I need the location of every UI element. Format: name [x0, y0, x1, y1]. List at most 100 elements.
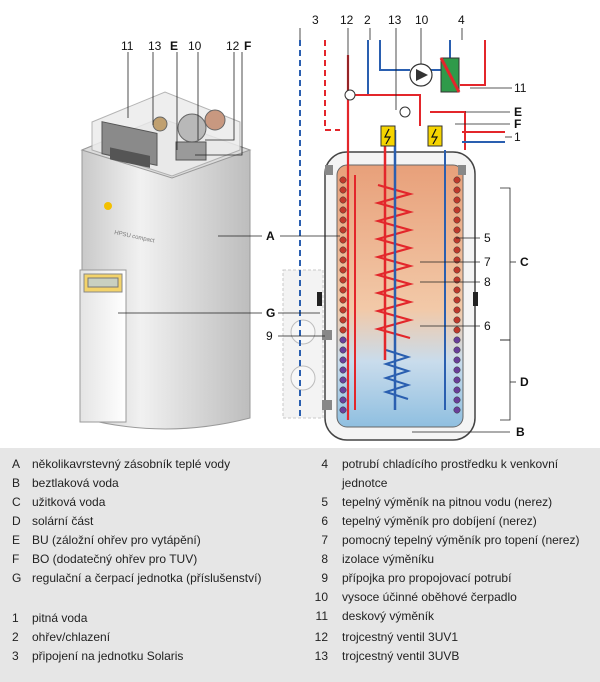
callout-12-left: 12 [226, 39, 240, 53]
coil-dot [453, 396, 461, 404]
coil-dot [339, 396, 347, 404]
coil-dot [339, 356, 347, 364]
callout-13-left: 13 [148, 39, 162, 53]
legend-text: tepelný výměník na pitnou vodu (nerez) [342, 495, 553, 509]
coil-dot [339, 296, 347, 304]
coil-dot [453, 286, 461, 294]
coil-dot [339, 176, 347, 184]
leader-lines [118, 28, 516, 433]
legend-item-right: 7 pomocný tepelný výměník pro topení (ner… [300, 532, 600, 548]
coil-dot [339, 286, 347, 294]
legend-key: F [12, 552, 20, 566]
legend-item-left: F BO (dodatečný ohřev pro TUV) [0, 551, 300, 567]
coil-dot [339, 326, 347, 334]
legend-item-left: 1 pitná voda [0, 610, 300, 626]
legend-text: trojcestný ventil 3UVB [342, 649, 460, 663]
callout-C: C [520, 255, 529, 269]
coil-dot [453, 206, 461, 214]
legend-key: 7 [321, 533, 328, 547]
callout-4: 4 [458, 13, 465, 27]
legend-key: 9 [321, 571, 328, 585]
callout-10-right: 10 [415, 13, 429, 27]
legend-key: G [12, 571, 22, 585]
legend-item-right: 5 tepelný výměník na pitnou vodu (nerez) [300, 494, 600, 510]
coil-dot [339, 196, 347, 204]
legend-text: pomocný tepelný výměník pro topení (nere… [342, 533, 580, 547]
legend-text: trojcestný ventil 3UV1 [342, 630, 459, 644]
callout-F-left: F [244, 39, 251, 53]
callout-12-right: 12 [340, 13, 354, 27]
legend-key: 12 [314, 630, 328, 644]
coil-dot [339, 246, 347, 254]
coil-dot [453, 176, 461, 184]
legend-key: 5 [321, 495, 328, 509]
legend-key: 3 [12, 649, 19, 663]
coil-dot [453, 406, 461, 414]
legend-key: 4 [321, 457, 328, 471]
legend-key: A [12, 457, 21, 471]
legend-text: deskový výměník [342, 609, 435, 623]
legend-key: B [12, 476, 21, 490]
callout-B: B [516, 425, 525, 439]
coil-dot [453, 246, 461, 254]
coil-dot [339, 276, 347, 284]
coil-dot [339, 206, 347, 214]
legend-key: 6 [321, 514, 328, 528]
legend-item-right: 12 trojcestný ventil 3UV1 [300, 629, 600, 645]
callout-A: A [266, 229, 275, 243]
callout-11-right: 11 [514, 81, 527, 95]
legend-item-right: 6 tepelný výměník pro dobíjení (nerez) [300, 513, 600, 529]
legend-text: několikavrstevný zásobník teplé vody [32, 457, 231, 471]
callout-9: 9 [266, 329, 273, 343]
legend-key: 1 [12, 611, 19, 625]
callout-E-right: E [514, 105, 522, 119]
coil-dot [453, 346, 461, 354]
coil-dot [339, 336, 347, 344]
callout-13-right: 13 [388, 13, 402, 27]
legend-text: pitná voda [32, 611, 88, 625]
legend-text: solární část [32, 514, 94, 528]
legend-text: regulační a čerpací jednotka (příslušens… [32, 571, 262, 585]
legend-key: 10 [314, 590, 328, 604]
callout-6: 6 [484, 319, 491, 333]
coil-dot [339, 266, 347, 274]
coil-dot [339, 386, 347, 394]
legend-text: beztlaková voda [32, 476, 119, 490]
coil-dot [453, 186, 461, 194]
coil-dot [453, 356, 461, 364]
callout-F-right: F [514, 117, 521, 131]
coil-dot [339, 316, 347, 324]
callout-1: 1 [514, 130, 521, 144]
legend-text: BO (dodatečný ohřev pro TUV) [32, 552, 198, 566]
coil-dot [453, 386, 461, 394]
legend-text: potrubí chladícího prostředku k venkovní [342, 457, 559, 471]
legend-item-right: 11 deskový výměník [300, 608, 600, 624]
diagram-figure: HPSU compact [79, 13, 529, 441]
legend-text: BU (záložní ohřev pro vytápění) [32, 533, 201, 547]
coil-dot [453, 256, 461, 264]
callout-10-left: 10 [188, 39, 202, 53]
coil-dot [453, 306, 461, 314]
coil-dot [339, 306, 347, 314]
legend-text: tepelný výměník pro dobíjení (nerez) [342, 514, 537, 528]
legend-text-continued: jednotce [342, 476, 388, 490]
legend-key: C [12, 495, 21, 509]
legend-key: 2 [12, 630, 19, 644]
legend-key: 11 [315, 609, 328, 623]
coil-dot [339, 226, 347, 234]
callout-2: 2 [364, 13, 371, 27]
coil-dot [453, 196, 461, 204]
coil-dot [339, 346, 347, 354]
callout-11-left: 11 [121, 39, 134, 53]
callout-5: 5 [484, 231, 491, 245]
coil-dot [453, 236, 461, 244]
coil-dot [453, 366, 461, 374]
